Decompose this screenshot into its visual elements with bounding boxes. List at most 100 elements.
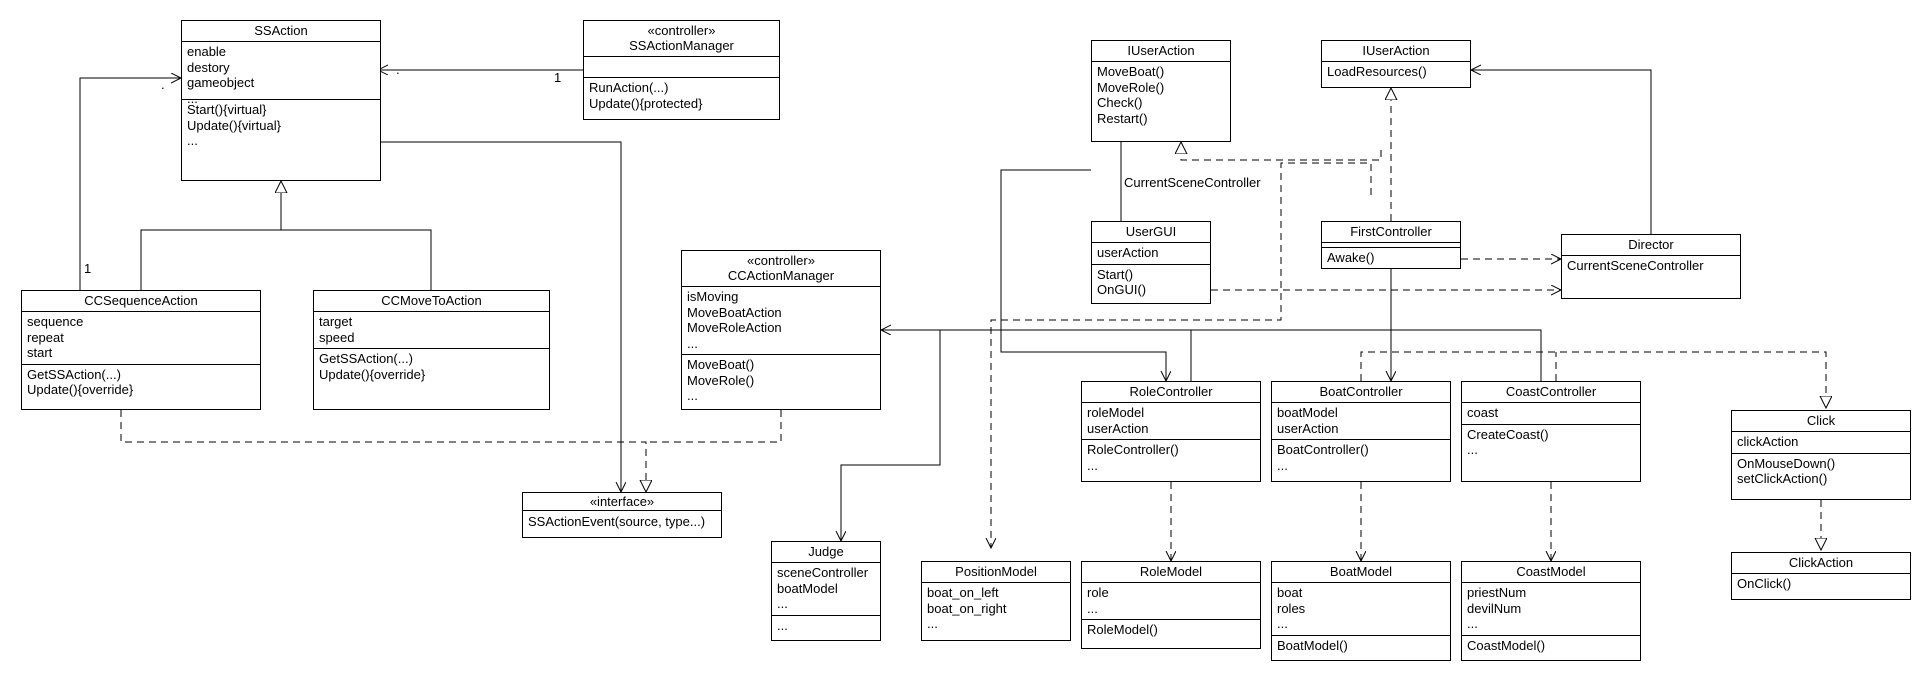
method-list: ...	[772, 614, 880, 637]
attribute: gameobject	[187, 75, 255, 90]
stereotype: «interface»	[589, 494, 655, 509]
attribute: target	[319, 314, 353, 329]
class-name: Director	[1628, 237, 1674, 252]
edge-controllers-to-click	[1360, 351, 1826, 408]
attribute-list	[1322, 242, 1460, 247]
attribute-list: coast	[1462, 402, 1640, 424]
interface-ssactionevent: «interface» SSActionEvent(source, type..…	[522, 492, 722, 538]
method: CreateCoast()	[1467, 426, 1549, 442]
method-list: CoastModel()	[1462, 634, 1640, 657]
class-ccmovetoaction: CCMoveToAction target speed GetSSAction(…	[313, 290, 550, 410]
method: Update(){override}	[27, 382, 134, 397]
class-name: CoastController	[1505, 384, 1597, 399]
attribute: isMoving	[687, 289, 739, 304]
class-name: Judge	[808, 544, 844, 559]
interface-name: SSActionEvent(source, type...)	[523, 510, 721, 533]
method-list: GetSSAction(...) Update(){override}	[314, 348, 549, 385]
attribute-list	[584, 56, 779, 77]
class-positionmodel: PositionModel boat_on_left boat_on_right…	[921, 561, 1071, 641]
attribute: roleModel	[1087, 405, 1145, 420]
class-header: «controller» SSActionManager	[584, 21, 779, 56]
attribute: CurrentSceneController	[1567, 258, 1704, 273]
class-coastmodel: CoastModel priestNum devilNum ... CoastM…	[1461, 561, 1641, 661]
edge-firstcontroller-to-positionmodel	[991, 162, 1372, 548]
attribute-list: clickAction	[1732, 431, 1910, 453]
attribute: coast	[1467, 405, 1499, 420]
class-ssaction: SSAction enable destory gameobject ... S…	[181, 20, 381, 181]
method-list: GetSSAction(...) Update(){override}	[22, 363, 260, 401]
method: ...	[1467, 442, 1478, 457]
attribute-list: roleModel userAction	[1082, 402, 1260, 439]
attribute: boat	[1277, 585, 1303, 600]
class-name: SSAction	[254, 23, 308, 38]
method: RunAction(...)	[589, 80, 669, 95]
edge-realize-iuseraction-a	[1181, 142, 1382, 161]
attribute: userAction	[1087, 420, 1149, 436]
method: OnGUI()	[1097, 282, 1147, 297]
method: LoadResources()	[1327, 64, 1427, 79]
attribute: role	[1087, 585, 1109, 600]
method: ...	[1277, 457, 1288, 473]
method: Restart()	[1097, 110, 1148, 126]
method-list: Start() OnGUI()	[1092, 263, 1210, 301]
method-list: LoadResources()	[1322, 61, 1470, 83]
attribute-list: boat_on_left boat_on_right ...	[922, 582, 1070, 635]
class-usergui: UserGUI userAction Start() OnGUI()	[1091, 221, 1211, 304]
class-name: IUserAction	[1127, 43, 1195, 58]
attribute: boatModel	[777, 580, 838, 596]
method: RoleController()	[1087, 442, 1179, 457]
method: MoveBoat()	[1097, 64, 1165, 79]
method: Update(){override}	[319, 366, 426, 382]
attribute-list: CurrentSceneController	[1562, 255, 1740, 277]
method: Update(){protected}	[589, 95, 703, 111]
edge-sequence-to-ssaction	[79, 78, 181, 290]
class-name: CoastModel	[1516, 564, 1586, 579]
class-click: Click clickAction OnMouseDown() setClick…	[1731, 410, 1911, 500]
attribute-list: enable destory gameobject ...	[182, 41, 380, 106]
association-label-current-scene-controller: CurrentSceneController	[1124, 175, 1261, 190]
method-list: Awake()	[1322, 247, 1460, 269]
attribute: ...	[187, 90, 198, 106]
attribute: repeat	[27, 329, 64, 345]
method-list: OnMouseDown() setClickAction()	[1732, 452, 1910, 490]
method-list: RoleController() ...	[1082, 439, 1260, 476]
attribute-list: sceneController boatModel ...	[772, 562, 880, 615]
method: ...	[187, 133, 198, 148]
attribute: sceneController	[777, 565, 869, 580]
class-name: FirstController	[1350, 224, 1432, 239]
class-name: CCSequenceAction	[84, 293, 198, 308]
attribute: ...	[1087, 600, 1098, 616]
method: ...	[687, 388, 698, 403]
multiplicity-manager-dot: .	[396, 62, 400, 77]
method-list: OnClick()	[1732, 573, 1910, 595]
attribute: ...	[1467, 616, 1478, 631]
method: Start()	[1097, 266, 1134, 282]
attribute: boat_on_left	[927, 585, 999, 600]
multiplicity-manager: 1	[554, 70, 562, 85]
edge-scene-to-rolecontroller	[1000, 169, 1166, 381]
edge-realize-event-manager	[646, 410, 782, 443]
edge-director-to-iuseraction-b	[1471, 70, 1652, 234]
method: MoveRole()	[687, 372, 755, 388]
method-list: CreateCoast() ...	[1462, 423, 1640, 461]
attribute: sequence	[27, 314, 84, 329]
class-name: CCMoveToAction	[381, 293, 482, 308]
method: setClickAction()	[1737, 471, 1828, 486]
attribute: MoveBoatAction	[687, 304, 782, 320]
edge-ccam-to-judge	[841, 330, 941, 541]
method: BoatModel()	[1277, 637, 1348, 653]
method-list: Start(){virtual} Update(){virtual} ...	[182, 99, 380, 152]
class-ccactionmanager: «controller» CCActionManager isMoving Mo…	[681, 250, 881, 410]
method: MoveBoat()	[687, 357, 755, 372]
attribute: ...	[927, 616, 938, 631]
attribute-list: boat roles ...	[1272, 582, 1450, 635]
method-list: BoatController() ...	[1272, 439, 1450, 476]
method-list: MoveBoat() MoveRole() Check() Restart()	[1092, 61, 1230, 129]
multiplicity-sequence-dot: .	[161, 77, 165, 92]
class-rolemodel: RoleModel role ... RoleModel()	[1081, 561, 1261, 649]
attribute: enable	[187, 44, 227, 59]
class-ssactionmanager: «controller» SSActionManager RunAction(.…	[583, 20, 780, 120]
edge-inherit-moveto	[281, 229, 432, 290]
class-name: CCActionManager	[727, 268, 835, 283]
attribute: ...	[777, 596, 788, 611]
